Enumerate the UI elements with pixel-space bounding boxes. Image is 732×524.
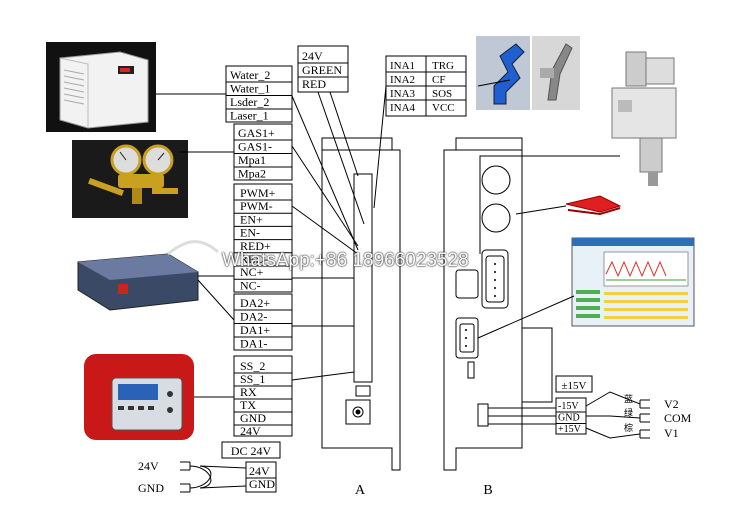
side-b-label: B xyxy=(483,483,492,498)
side-a-label: A xyxy=(355,483,366,498)
ss-terminal-label-1: SS_1 xyxy=(240,372,265,386)
input-24v-label: 24V xyxy=(138,459,159,473)
trg-terminal-label-1: CF xyxy=(432,74,445,86)
gas-terminal-label-2: Mpa1 xyxy=(238,153,266,167)
pwm-terminal-box xyxy=(233,183,293,293)
output-label-v1: V1 xyxy=(664,426,679,440)
power-top-box xyxy=(297,45,349,93)
dc24-terminal-label-1: GND xyxy=(249,477,275,491)
red-control-device-image xyxy=(84,354,194,440)
laser-source-image xyxy=(77,240,219,311)
wire-color-label-2: 棕 xyxy=(624,422,633,433)
pwm-terminal-label-6: NC+ xyxy=(240,265,264,279)
watermark: WhatsApp:+86 18966023528 xyxy=(222,250,469,271)
pwm-terminal-label-3: EN- xyxy=(240,226,260,240)
ss-terminal-label-4: GND xyxy=(240,411,266,425)
ss-terminal-label-3: TX xyxy=(240,398,256,412)
power-top-label-2: RED xyxy=(302,77,326,91)
clamp-image xyxy=(515,195,622,216)
da-terminal-label-2: DA1+ xyxy=(240,323,270,337)
welding-head-image xyxy=(611,51,677,186)
pm15-terminal-box xyxy=(555,397,587,435)
water-terminal-label-1: Water_1 xyxy=(230,82,270,96)
controller-side-b xyxy=(443,137,553,471)
ina-terminal-label-0: INA1 xyxy=(390,60,415,72)
gas-terminal-box xyxy=(233,123,293,181)
dc24-title-box xyxy=(221,441,281,459)
ina-terminal-label-2: INA3 xyxy=(390,88,416,100)
da-terminal-box xyxy=(233,293,293,351)
pwm-terminal-label-7: NC- xyxy=(240,278,261,292)
water-terminal-label-0: Water_2 xyxy=(230,68,270,82)
plug-v1-icon xyxy=(639,429,650,439)
ina-terminal-label-3: INA4 xyxy=(390,102,416,114)
da-terminal-label-0: DA2+ xyxy=(240,296,270,310)
input-gnd-label: GND xyxy=(138,481,164,495)
power-top-label-1: GREEN xyxy=(302,63,342,77)
ss-terminal-label-2: RX xyxy=(240,385,257,399)
gas-terminal-label-1: GAS1- xyxy=(238,140,272,154)
output-label-v2: V2 xyxy=(664,397,679,411)
controller-side-a xyxy=(321,137,401,471)
pm15-terminal-label-0: -15V xyxy=(558,401,579,412)
power-top-label-0: 24V xyxy=(302,49,323,63)
da-terminal-label-3: DA1- xyxy=(240,337,267,351)
ina-terminal-label-1: INA2 xyxy=(390,74,415,86)
ss-terminal-label-5: 24V xyxy=(240,424,261,438)
water-chiller-image xyxy=(46,42,156,132)
ss-terminal-box xyxy=(233,355,293,437)
wires xyxy=(156,79,641,489)
pwm-terminal-label-2: EN+ xyxy=(240,212,263,226)
plug-com-icon xyxy=(639,413,650,423)
gas-terminal-label-0: GAS1+ xyxy=(238,126,275,140)
trg-terminal-label-2: SOS xyxy=(432,88,452,100)
pwm-terminal-label-0: PWM+ xyxy=(240,186,276,200)
wire-color-label-0: 蓝 xyxy=(624,393,633,404)
dc24-terminal-box xyxy=(245,461,277,493)
pwm-terminal-label-5: RED- xyxy=(240,252,268,266)
trg-terminal-label-3: VCC xyxy=(432,102,455,114)
output-label-com: COM xyxy=(664,411,692,425)
plug-icons xyxy=(180,399,650,493)
wire-color-label-1: 绿 xyxy=(624,407,633,418)
pm15-title: ±15V xyxy=(562,380,587,392)
terminal-strip xyxy=(353,173,373,383)
gas-terminal-label-3: Mpa2 xyxy=(238,167,266,181)
pwm-terminal-label-4: RED+ xyxy=(240,239,271,253)
dc24-title: DC 24V xyxy=(231,444,272,458)
plug-v2-icon xyxy=(639,399,650,409)
pm15-terminal-label-2: +15V xyxy=(558,424,582,435)
gas-regulator-image xyxy=(72,140,188,218)
water-terminal-label-2: Lsder_2 xyxy=(230,95,269,109)
water-terminal-label-3: Laser_1 xyxy=(230,109,269,123)
ss-terminal-label-0: SS_2 xyxy=(240,359,265,373)
pwm-terminal-label-1: PWM- xyxy=(240,199,273,213)
robot-arm-image xyxy=(476,36,580,110)
pm15-title-box xyxy=(555,375,593,393)
plug-24v-icon xyxy=(180,461,191,471)
trg-terminal-label-0: TRG xyxy=(432,60,454,72)
pm15-terminal-label-1: GND xyxy=(558,413,580,424)
plug-gnd-icon xyxy=(180,483,191,493)
da-terminal-label-1: DA2- xyxy=(240,310,267,324)
dc24-terminal-label-0: 24V xyxy=(249,464,270,478)
monitor-screen-image xyxy=(571,237,695,327)
